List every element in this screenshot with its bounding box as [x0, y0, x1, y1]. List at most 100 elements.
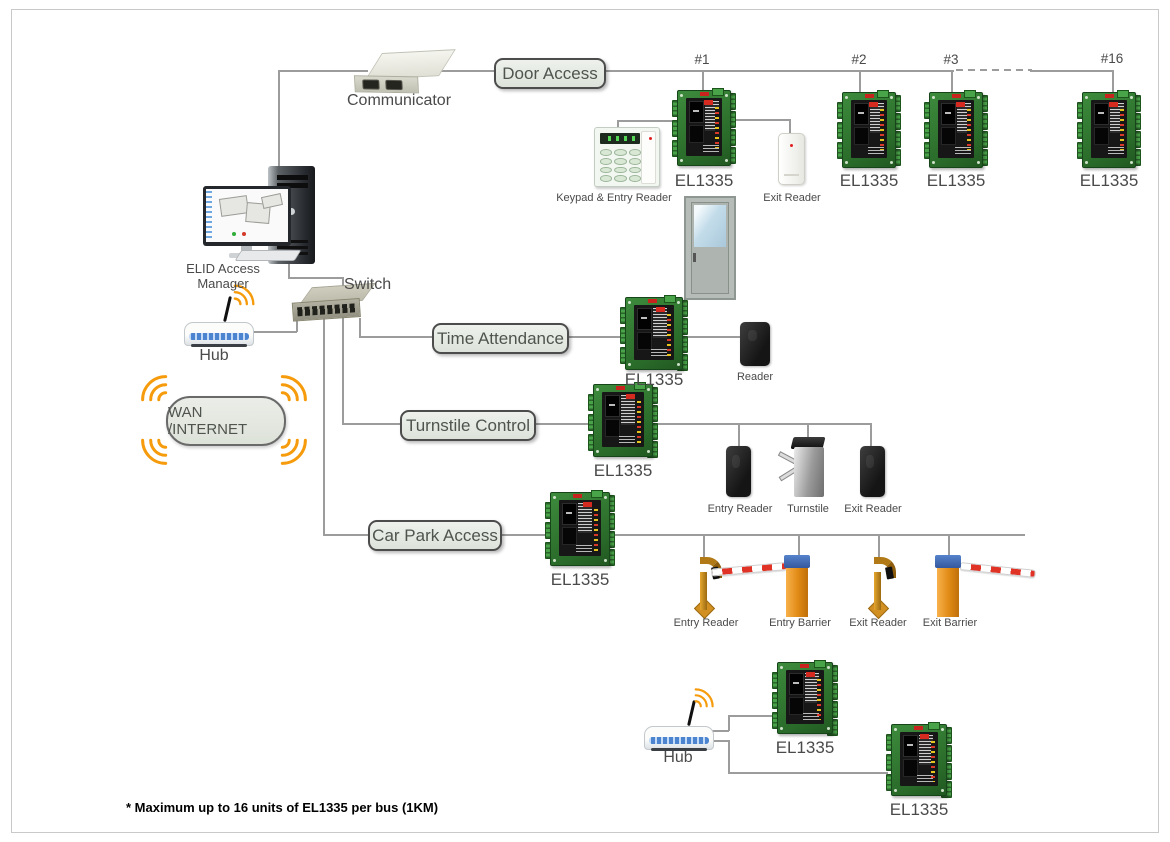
turnstile-control-label: Turnstile Control — [405, 415, 531, 435]
panel-text — [703, 145, 719, 153]
connector — [278, 70, 280, 170]
hub-led-band — [649, 737, 709, 744]
turnstile-device — [777, 437, 828, 499]
connector — [703, 534, 705, 561]
keypad-entry-reader-device — [594, 127, 660, 187]
bus-tag-3: #3 — [943, 52, 959, 67]
el1335-controller-turnstile — [588, 382, 658, 459]
serial-port — [362, 78, 380, 90]
app-toolbar — [206, 191, 212, 240]
exit-reader-label: Exit Reader — [849, 617, 907, 629]
connector — [728, 772, 888, 774]
door-handle — [693, 253, 696, 262]
time-attendance-node: Time Attendance — [432, 323, 569, 354]
turnstile-body — [794, 447, 824, 497]
connector — [948, 534, 950, 557]
controller-label: EL1335 — [1079, 171, 1139, 190]
jumper — [700, 92, 709, 96]
diagram-border — [11, 9, 1159, 833]
hub-base — [651, 748, 707, 751]
exit-reader-gooseneck — [863, 556, 897, 620]
connector — [496, 534, 547, 536]
entry-reader-gooseneck — [689, 556, 723, 620]
status-dot — [232, 232, 236, 236]
pcb — [1082, 90, 1136, 168]
connector — [859, 70, 861, 92]
exit-barrier-label: Exit Barrier — [922, 617, 978, 629]
controller-label: EL1335 — [839, 171, 899, 190]
connector — [359, 336, 433, 338]
entry-reader-label: Entry Reader — [673, 617, 739, 629]
connector — [288, 277, 343, 279]
screw — [725, 159, 728, 162]
el1335-controller-door-3 — [924, 90, 988, 170]
exit-reader-label: Exit Reader — [763, 192, 821, 204]
screw — [725, 94, 728, 97]
controller-label: EL1335 — [624, 370, 684, 389]
time-attendance-label: Time Attendance — [437, 328, 564, 348]
wifi-arcs-icon — [141, 438, 168, 465]
el1335-controller-hub-1 — [772, 660, 838, 736]
connector — [656, 423, 871, 425]
connector — [342, 423, 402, 425]
connector — [807, 423, 809, 440]
switch-ports — [297, 303, 356, 317]
switch-label: Switch — [344, 276, 392, 293]
serial-port — [385, 79, 403, 90]
module — [689, 125, 704, 143]
exit-reader-device — [778, 133, 805, 185]
communicator-label: Communicator — [346, 92, 452, 109]
chip — [704, 100, 713, 105]
connector — [359, 318, 361, 337]
connector — [438, 70, 496, 72]
connector — [564, 336, 622, 338]
door-access-node: Door Access — [494, 58, 606, 89]
door — [684, 196, 736, 300]
power-button-icon — [288, 208, 295, 215]
switch-front — [291, 297, 361, 322]
connector — [702, 70, 704, 90]
screw — [680, 159, 683, 162]
door-access-label: Door Access — [502, 63, 598, 83]
el1335-controller-time-attendance — [620, 295, 688, 372]
led-indicator — [649, 137, 652, 140]
turnstile-control-node: Turnstile Control — [400, 410, 536, 441]
led-indicator — [790, 144, 793, 147]
exit-reader-label: Exit Reader — [844, 503, 902, 515]
connector — [278, 70, 368, 72]
bus-tag-16: #16 — [1100, 51, 1124, 66]
exit-reader-device — [860, 446, 885, 497]
pcb — [842, 90, 896, 168]
keypad-keys — [600, 149, 641, 182]
connector — [1030, 70, 1114, 72]
controller-label: EL1335 — [593, 461, 653, 480]
reader-device — [740, 322, 770, 366]
entry-reader-device — [726, 446, 751, 497]
bus-tag-1: #1 — [694, 52, 710, 67]
connector — [728, 740, 730, 773]
connector — [1112, 70, 1114, 92]
controller-panel — [686, 98, 722, 156]
connector — [600, 70, 954, 72]
reader-label: Reader — [736, 371, 774, 383]
car-park-access-label: Car Park Access — [372, 525, 498, 545]
connector — [728, 715, 730, 731]
access-manager-label: ELID Access Manager — [186, 261, 260, 291]
el1335-controller-door-16 — [1077, 90, 1141, 170]
connector — [613, 534, 1025, 536]
pc-screen — [206, 189, 288, 242]
connector — [323, 534, 370, 536]
wifi-arcs-icon — [694, 688, 714, 708]
controller-label: EL1335 — [775, 738, 835, 757]
pcb — [777, 660, 833, 734]
pc-monitor — [203, 186, 291, 246]
connector — [789, 119, 791, 144]
floorplan-shape — [218, 195, 250, 217]
pcb — [677, 88, 731, 166]
entry-barrier-label: Entry Barrier — [769, 617, 831, 629]
terminal-tab — [712, 88, 724, 96]
connector — [530, 423, 590, 425]
status-dot — [242, 232, 246, 236]
pcb — [625, 295, 683, 370]
